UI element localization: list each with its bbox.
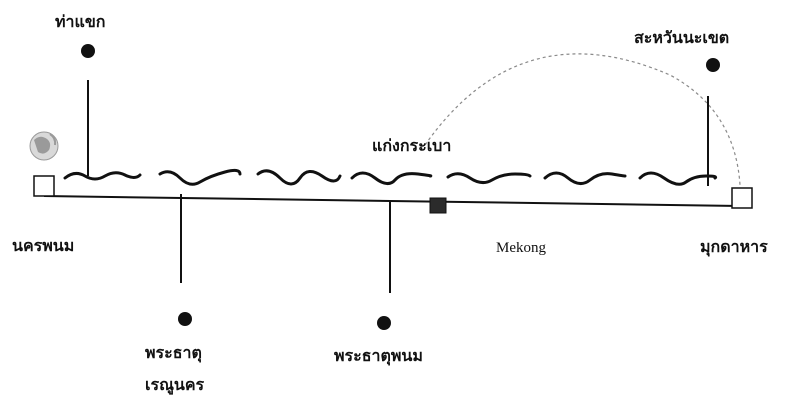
dot-phra-that-renu: [178, 312, 192, 326]
square-mukdahan: [731, 187, 753, 209]
label-savannakhet: สะหวันนะเขต: [634, 28, 730, 47]
label-kaeng-kabao: แก่งกระเบา: [372, 136, 452, 155]
label-phra-that-renu: พระธาตุ: [145, 343, 202, 362]
label-nakhon-phanom: นครพนม: [12, 236, 75, 255]
road-line: [43, 195, 741, 207]
label-tha-khaek: ท่าแขก: [55, 12, 106, 31]
dot-savannakhet: [706, 58, 720, 72]
route-arc: [424, 53, 741, 186]
dot-phra-that-phanom: [377, 316, 391, 330]
label-mukdahan: มุกดาหาร: [700, 237, 768, 256]
river-wavy-line: [63, 168, 718, 186]
globe-icon: [29, 131, 59, 161]
square-nakhon-phanom: [33, 175, 55, 197]
label-phra-that-phanom: พระธาตุพนม: [334, 346, 423, 365]
square-kaeng-kabao: [429, 197, 447, 214]
label-renu-nakhon: เรณูนคร: [145, 375, 205, 394]
dot-tha-khaek: [81, 44, 95, 58]
label-mekong: Mekong: [496, 240, 546, 256]
